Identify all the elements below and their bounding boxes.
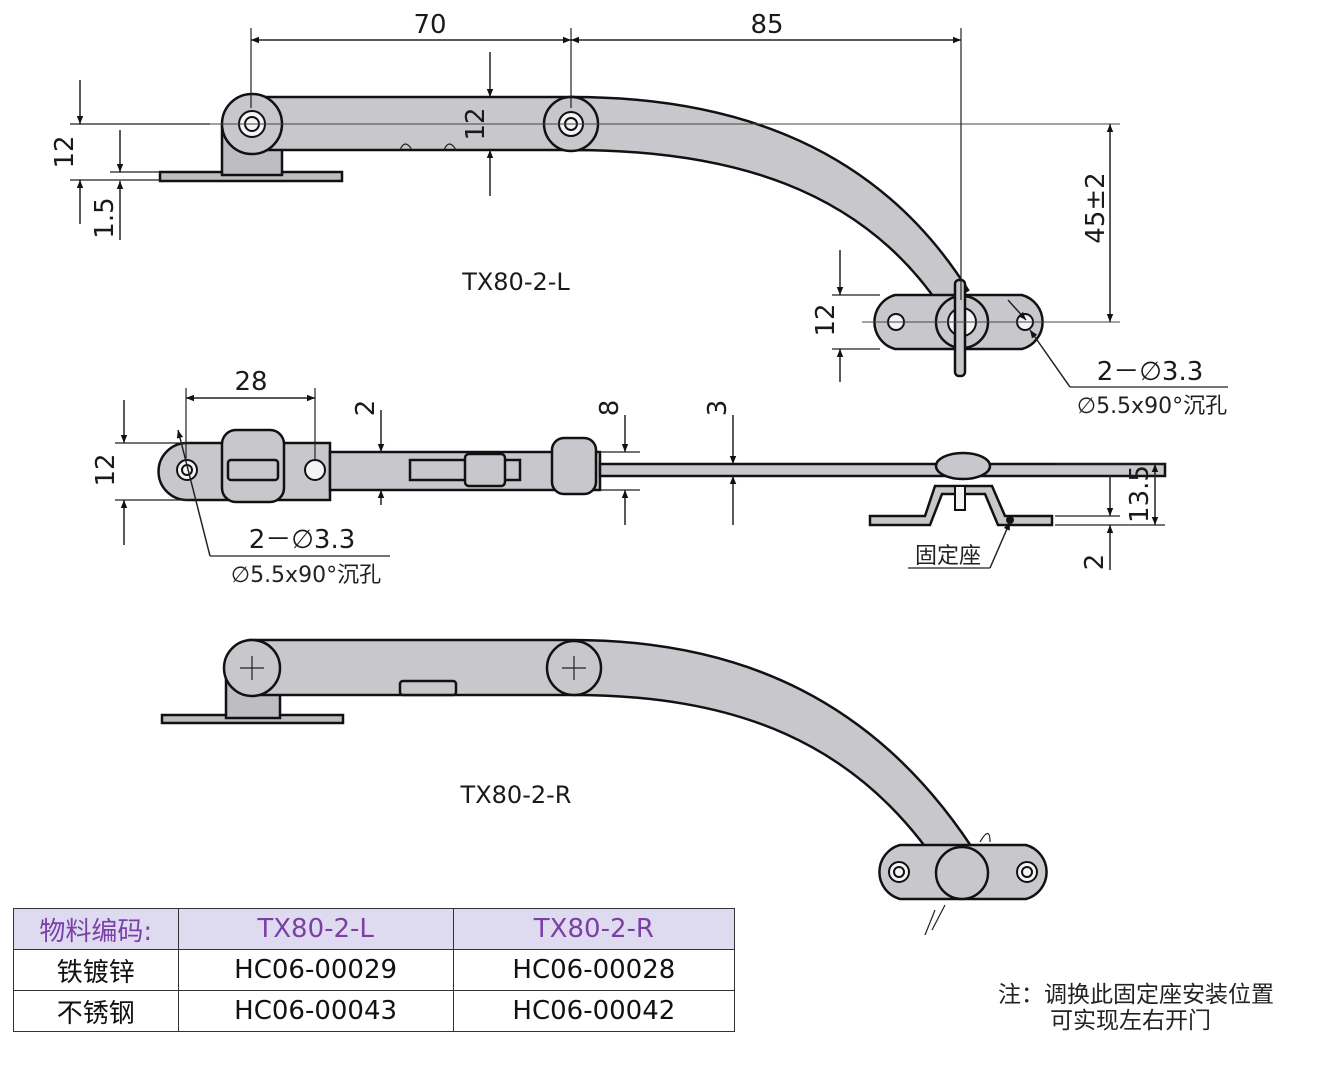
dim-12-side: 12 [91,453,121,486]
dim-12-right: 12 [811,303,841,336]
table-cell: 不锈钢 [13,990,179,1032]
table-header-cell: TX80-2-L [177,908,454,950]
dim-2-bottom: 2 [1080,554,1110,571]
table-header-cell: 物料编码: [13,908,179,950]
stay-arm [248,638,982,882]
dim-85: 85 [750,10,783,40]
hole-spec-csk-top: ∅5.5x90°沉孔 [1077,394,1227,419]
note-line-1: 注：调换此固定座安装位置 [998,982,1274,1008]
top-view-dimensions [70,28,1228,388]
table-cell: 铁镀锌 [13,949,179,991]
curved-arm [570,95,970,308]
material-code-table: 物料编码: TX80-2-L TX80-2-R 铁镀锌 HC06-00029 H… [13,908,736,1032]
dim-2-top: 2 [351,400,381,417]
dim-1-5: 1.5 [90,197,120,238]
table-cell: HC06-00043 [177,990,454,1032]
dim-3: 3 [703,400,733,417]
note-line-2: 可实现左右开门 [1050,1008,1211,1034]
table-cell: HC06-00029 [177,949,454,991]
dim-12-mid: 12 [461,107,491,140]
note: 注：调换此固定座安装位置 可实现左右开门 [998,982,1318,1034]
top-view-stay-l [158,92,1120,378]
dim-12-left: 12 [50,135,80,168]
dim-70: 70 [413,10,446,40]
part-label-top: TX80-2-L [461,268,570,296]
side-view [157,428,1167,527]
hole-spec-csk-side: ∅5.5x90°沉孔 [231,563,381,588]
table-header-row: 物料编码: TX80-2-L TX80-2-R [13,908,736,950]
hole-spec-count-top: 2－∅3.3 [1097,357,1204,387]
dim-28: 28 [234,367,267,397]
dim-13-5: 13.5 [1125,465,1155,523]
table-row: 不锈钢 HC06-00043 HC06-00042 [13,990,736,1032]
table-row: 铁镀锌 HC06-00029 HC06-00028 [13,949,736,991]
part-label-bottom: TX80-2-R [460,781,572,809]
table-cell: HC06-00042 [452,990,736,1032]
table-header-cell: TX80-2-R [452,908,736,950]
hole-spec-count-side: 2－∅3.3 [249,525,356,555]
dim-45-2: 45±2 [1081,172,1111,243]
side-view-dimensions [115,388,1165,570]
table-cell: HC06-00028 [452,949,736,991]
fixed-seat-label: 固定座 [915,544,981,569]
bottom-view-stay-r [160,638,1048,936]
dim-8: 8 [595,400,625,417]
